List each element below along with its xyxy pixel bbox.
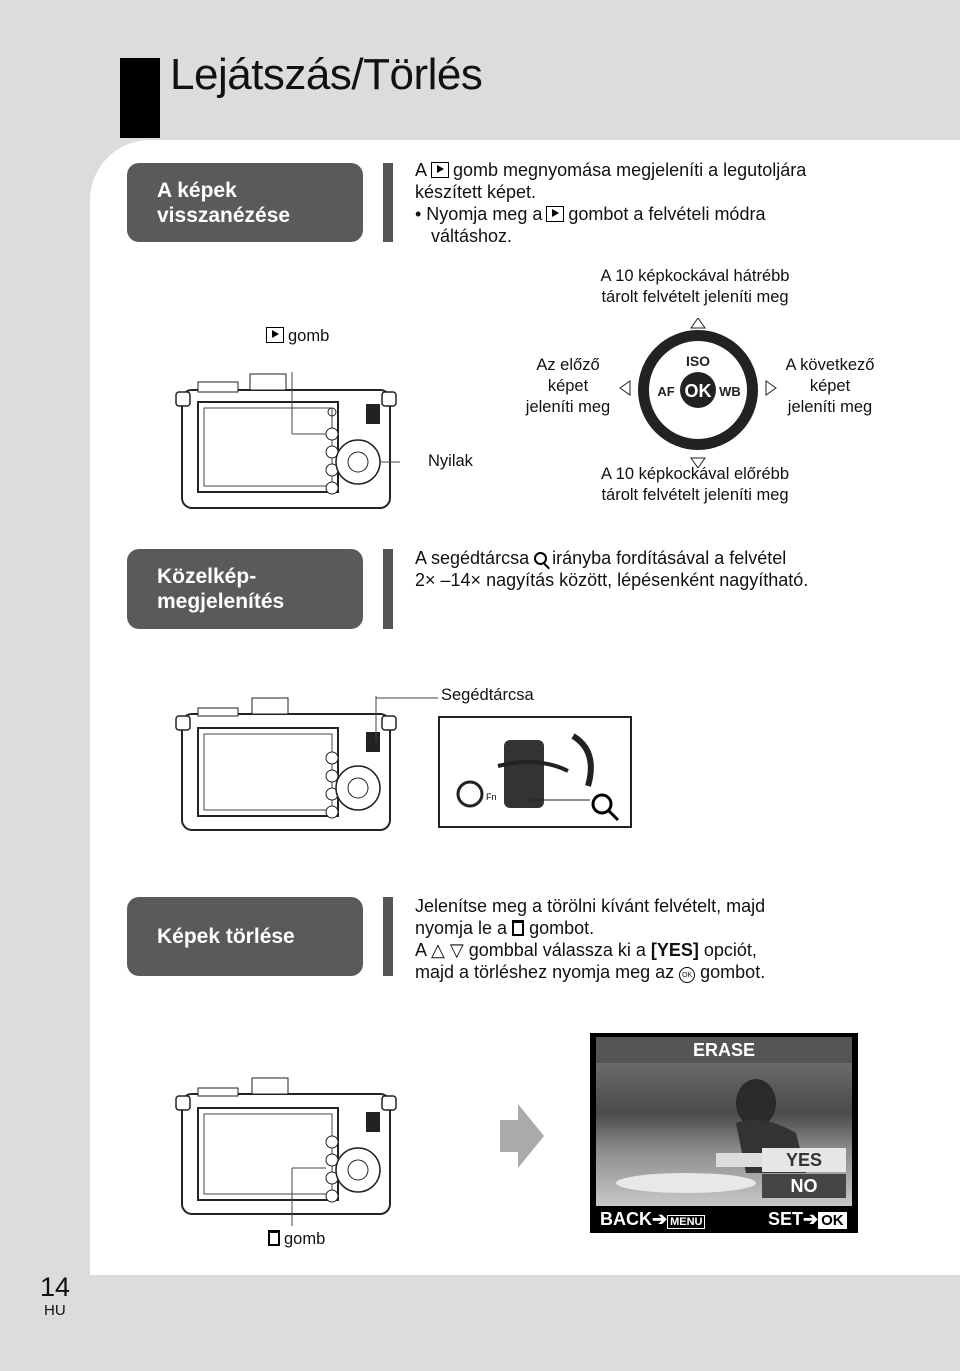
option-yes[interactable]: YES [762,1148,846,1172]
camera-back-illustration [175,696,397,831]
play-button-label: gomb [266,326,329,347]
arrows-label: Nyilak [428,452,473,470]
camera-back-illustration [175,372,400,509]
svg-text:AF: AF [657,384,674,399]
dial-top-label: A 10 képkockával hátrébb tárolt felvétel… [600,267,790,306]
section-label-playback: A képek visszanézése [127,163,363,242]
arrow-right-icon [500,1104,544,1168]
trash-icon [268,1230,280,1246]
svg-text:WB: WB [719,384,741,399]
trash-icon [512,920,525,936]
closeup-description: A segédtárcsa irányba fordításával a fel… [415,548,809,590]
svg-text:Fn: Fn [486,792,497,802]
page-title: Lejátszás/Törlés [170,50,483,99]
erase-menu-footer: BACK➔MENU SET➔OK [596,1206,852,1231]
set-label: SET➔OK [768,1209,847,1230]
sub-dial-leader-line [375,697,438,716]
erase-menu-title: ERASE [692,1040,755,1060]
title-bar-accent [120,58,160,138]
sub-dial-label: Segédtárcsa [441,686,534,704]
svg-text:ISO: ISO [686,353,710,369]
section-label-closeup: Közelkép- megjelenítés [127,549,363,629]
preview-photo [596,1063,852,1206]
sub-dial-closeup: Fn [438,716,632,828]
section-divider [383,897,393,976]
page-language: HU [44,1302,66,1319]
ok-button-icon: OK [679,967,696,983]
erase-menu-header: ERASE [596,1037,852,1063]
section-divider [383,163,393,242]
section-divider [383,549,393,629]
trash-button-label: gomb [268,1229,325,1250]
option-no[interactable]: NO [762,1174,846,1198]
down-arrow-icon: ▽ [449,940,464,960]
svg-text:OK: OK [685,381,712,401]
play-icon [266,327,284,343]
delete-description: Jelenítse meg a törölni kívánt felvételt… [415,896,766,983]
magnify-icon [534,552,551,570]
play-icon [431,162,450,178]
page-number: 14 [40,1272,71,1302]
camera-back-illustration [175,1077,397,1226]
play-icon [546,206,565,222]
up-arrow-icon: △ [431,940,445,960]
dial-left-label: Az előző képet jeleníti meg [525,356,611,416]
control-dial-illustration: OK ISO AF WB [619,318,777,468]
section-label-delete: Képek törlése [127,897,363,976]
dial-right-label: A következő képet jeleníti meg [785,356,875,416]
back-label: BACK➔MENU [600,1209,706,1230]
dial-bottom-label: A 10 képkockával előrébb tárolt felvétel… [600,465,790,504]
